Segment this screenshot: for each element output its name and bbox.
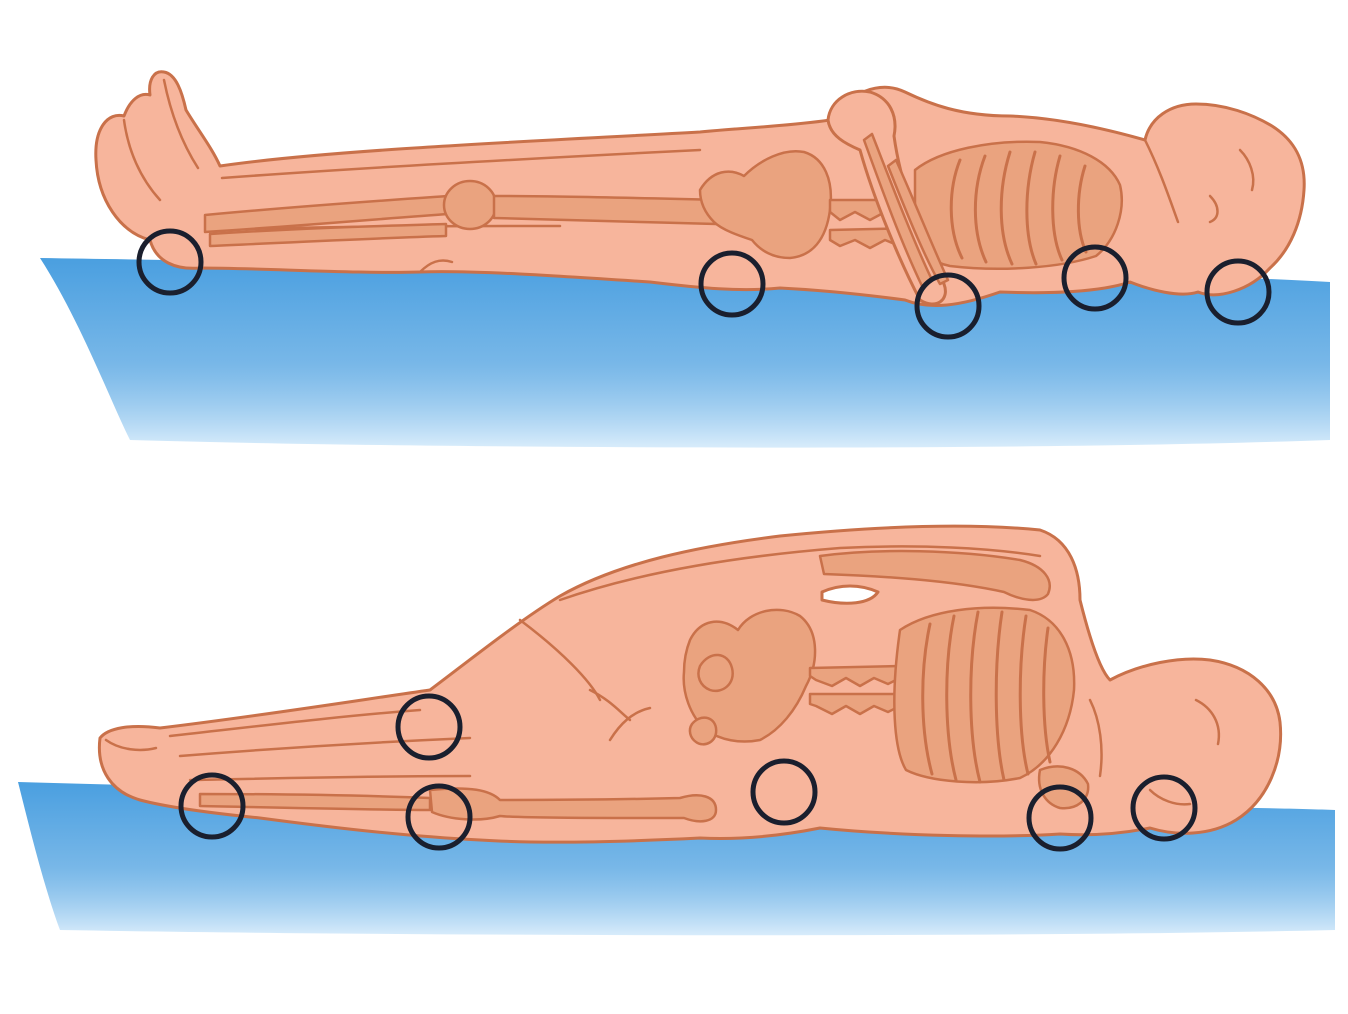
supine-panel [40,72,1330,448]
lateral-panel [18,526,1335,935]
lateral-body [99,526,1280,842]
